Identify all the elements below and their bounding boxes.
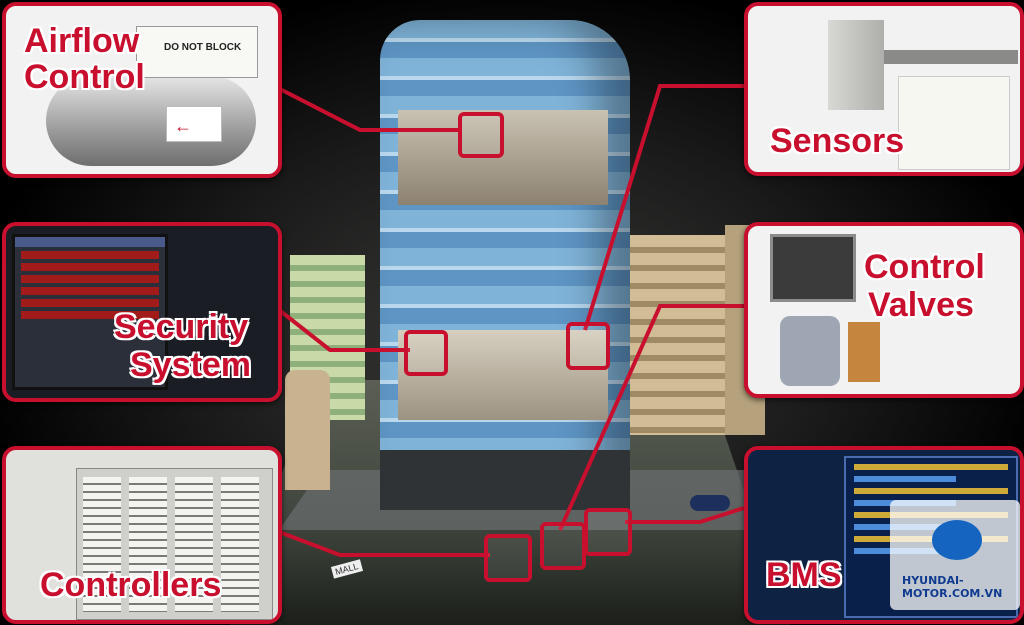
security-title-line2: System [130,346,251,384]
panel-controllers[interactable]: Controllers [2,446,282,624]
do-not-block-label: DO NOT BLOCK [164,42,242,53]
hotspot-bms[interactable] [584,508,632,556]
sensors-title: Sensors [770,122,905,160]
hotspot-controllers[interactable] [484,534,532,582]
watermark-text: HYUNDAI-MOTOR.COM.VN [902,574,1003,600]
security-title-line1: Security [114,308,249,346]
car-logo-icon [932,520,982,560]
arrow-left-icon: ← [174,116,192,136]
airflow-title-line1: Airflow [24,22,140,60]
left-round-building [285,370,330,490]
panel-control-valves[interactable]: Control Valves [744,222,1024,398]
valves-title-line1: Control [864,248,985,286]
valves-title-line2: Valves [868,286,974,324]
room-sensor-image [898,76,1010,170]
watermark: HYUNDAI-MOTOR.COM.VN [890,500,1020,610]
car [690,495,730,511]
damper-actuator [136,26,258,78]
hotspot-sensors[interactable] [566,322,610,370]
connector-valves [558,304,744,531]
security-monitor-image [12,234,168,390]
hotspot-security[interactable] [404,330,448,376]
panel-sensors[interactable]: Sensors [744,2,1024,176]
panel-security-system[interactable]: Security System [2,222,282,402]
duct-sensor-image [828,20,884,110]
controllers-title: Controllers [40,566,222,604]
connector-sensors [583,84,744,331]
panel-airflow-control[interactable]: DO NOT BLOCK ← Airflow Control [2,2,282,178]
bms-title: BMS [766,556,842,594]
connector-security [272,304,410,352]
airflow-sticker [166,106,222,142]
hotspot-valves[interactable] [540,522,586,570]
tower-base [380,450,630,510]
sensor-probe [884,50,1018,64]
connector-controllers [273,528,490,557]
valve-actuator-image [770,234,856,302]
connector-airflow [273,84,462,132]
airflow-title-line2: Control [24,58,145,96]
valve-body-image [780,316,840,386]
controller-rack-image [76,468,273,620]
connector-bms [625,506,745,524]
hotspot-airflow[interactable] [458,112,504,158]
valve-flange [848,322,880,382]
